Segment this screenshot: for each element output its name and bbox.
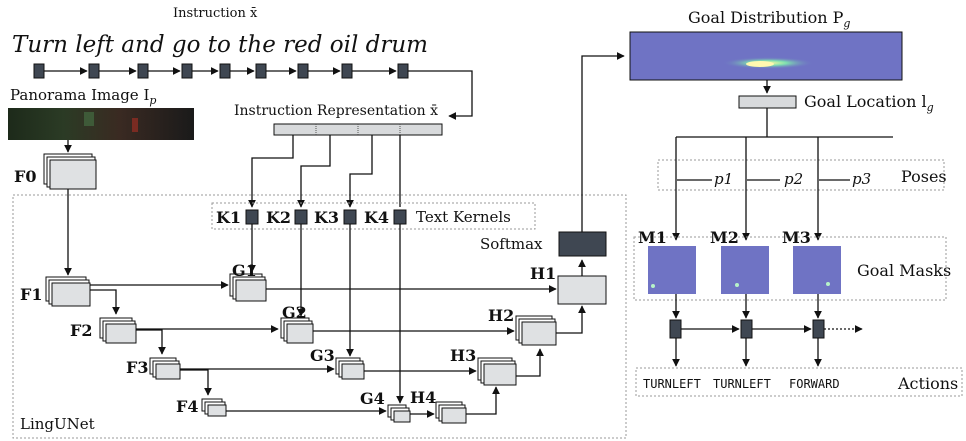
f4-label: F4 (176, 397, 199, 416)
kernel-k2 (294, 209, 308, 225)
action-2: TURNLEFT (713, 377, 771, 391)
token (33, 63, 45, 79)
feature-stack-f4 (201, 398, 227, 417)
softmax-block (558, 231, 607, 257)
feature-stack-g3 (335, 357, 365, 380)
token (219, 63, 231, 79)
k1-label: K1 (216, 208, 241, 227)
instr-repr-label: Instruction Representation x̄ (234, 103, 438, 119)
feature-stack-h4 (435, 401, 467, 424)
f2-label: F2 (70, 321, 93, 340)
goal-masks-label: Goal Masks (857, 261, 951, 280)
k3-label: K3 (314, 208, 339, 227)
h3-label: H3 (450, 346, 476, 365)
goal-distribution-map (629, 31, 903, 81)
action-cell-1 (669, 319, 682, 339)
feature-stack-f1 (45, 276, 91, 307)
instruction-representation (273, 123, 443, 136)
token (341, 63, 353, 79)
feature-stack-g2 (280, 317, 314, 344)
f1-label: F1 (20, 285, 43, 304)
token (181, 63, 193, 79)
goal-mask-m2 (721, 246, 769, 294)
feature-stack-f0 (43, 153, 97, 190)
goal-location-block (738, 95, 797, 109)
token (137, 63, 149, 79)
feature-stack-f2 (99, 317, 137, 344)
token (397, 63, 409, 79)
k4-label: K4 (364, 208, 389, 227)
pose-p3: p3 (852, 170, 871, 188)
token (297, 63, 309, 79)
actions-label: Actions (897, 374, 958, 393)
softmax-label: Softmax (480, 235, 543, 253)
instruction-token-chain (33, 63, 473, 120)
feature-stack-g4 (387, 404, 411, 423)
g4-label: G4 (360, 389, 385, 408)
poses-box (657, 159, 945, 191)
instruction-text: Turn left and go to the red oil drum (12, 32, 428, 58)
feature-stack-h3 (477, 357, 517, 386)
goal-mask-m1 (648, 246, 696, 294)
m2-label: M2 (710, 228, 739, 247)
token (255, 63, 267, 79)
text-kernels-box (211, 202, 536, 230)
kernel-k4 (393, 209, 407, 225)
feature-stack-g1 (229, 273, 267, 302)
h1-label: H1 (530, 264, 556, 283)
action-cell-3 (812, 319, 825, 339)
kernel-k3 (343, 209, 357, 225)
goal-masks-box (633, 236, 947, 301)
goal-mask-m3 (793, 246, 841, 294)
f3-label: F3 (126, 358, 149, 377)
instruction-title: Instruction x̄ (173, 6, 258, 21)
poses-label: Poses (901, 167, 947, 186)
g1-label: G1 (232, 261, 257, 280)
pose-p2: p2 (784, 170, 803, 188)
m1-label: M1 (638, 228, 667, 247)
token (88, 63, 100, 79)
text-kernels-label: Text Kernels (416, 208, 511, 226)
f0-label: F0 (14, 167, 37, 186)
pose-p1: p1 (714, 170, 733, 188)
actions-box (635, 367, 963, 397)
goal-loc-label: Goal Location lg (804, 92, 934, 114)
feature-h1 (557, 275, 607, 305)
m3-label: M3 (782, 228, 811, 247)
action-3: FORWARD (789, 377, 840, 391)
kernel-k1 (245, 209, 259, 225)
h4-label: H4 (410, 388, 436, 407)
panorama-label: Panorama Image Ip (10, 86, 156, 107)
lingunet-label: LingUNet (20, 415, 95, 433)
goal-dist-label: Goal Distribution Pg (688, 8, 850, 30)
g2-label: G2 (282, 303, 307, 322)
h2-label: H2 (488, 306, 514, 325)
action-cell-2 (740, 319, 753, 339)
g3-label: G3 (310, 346, 335, 365)
feature-stack-f3 (149, 357, 181, 380)
feature-stack-h2 (515, 315, 557, 346)
k2-label: K2 (266, 208, 291, 227)
action-1: TURNLEFT (643, 377, 701, 391)
panorama-image (8, 108, 194, 140)
